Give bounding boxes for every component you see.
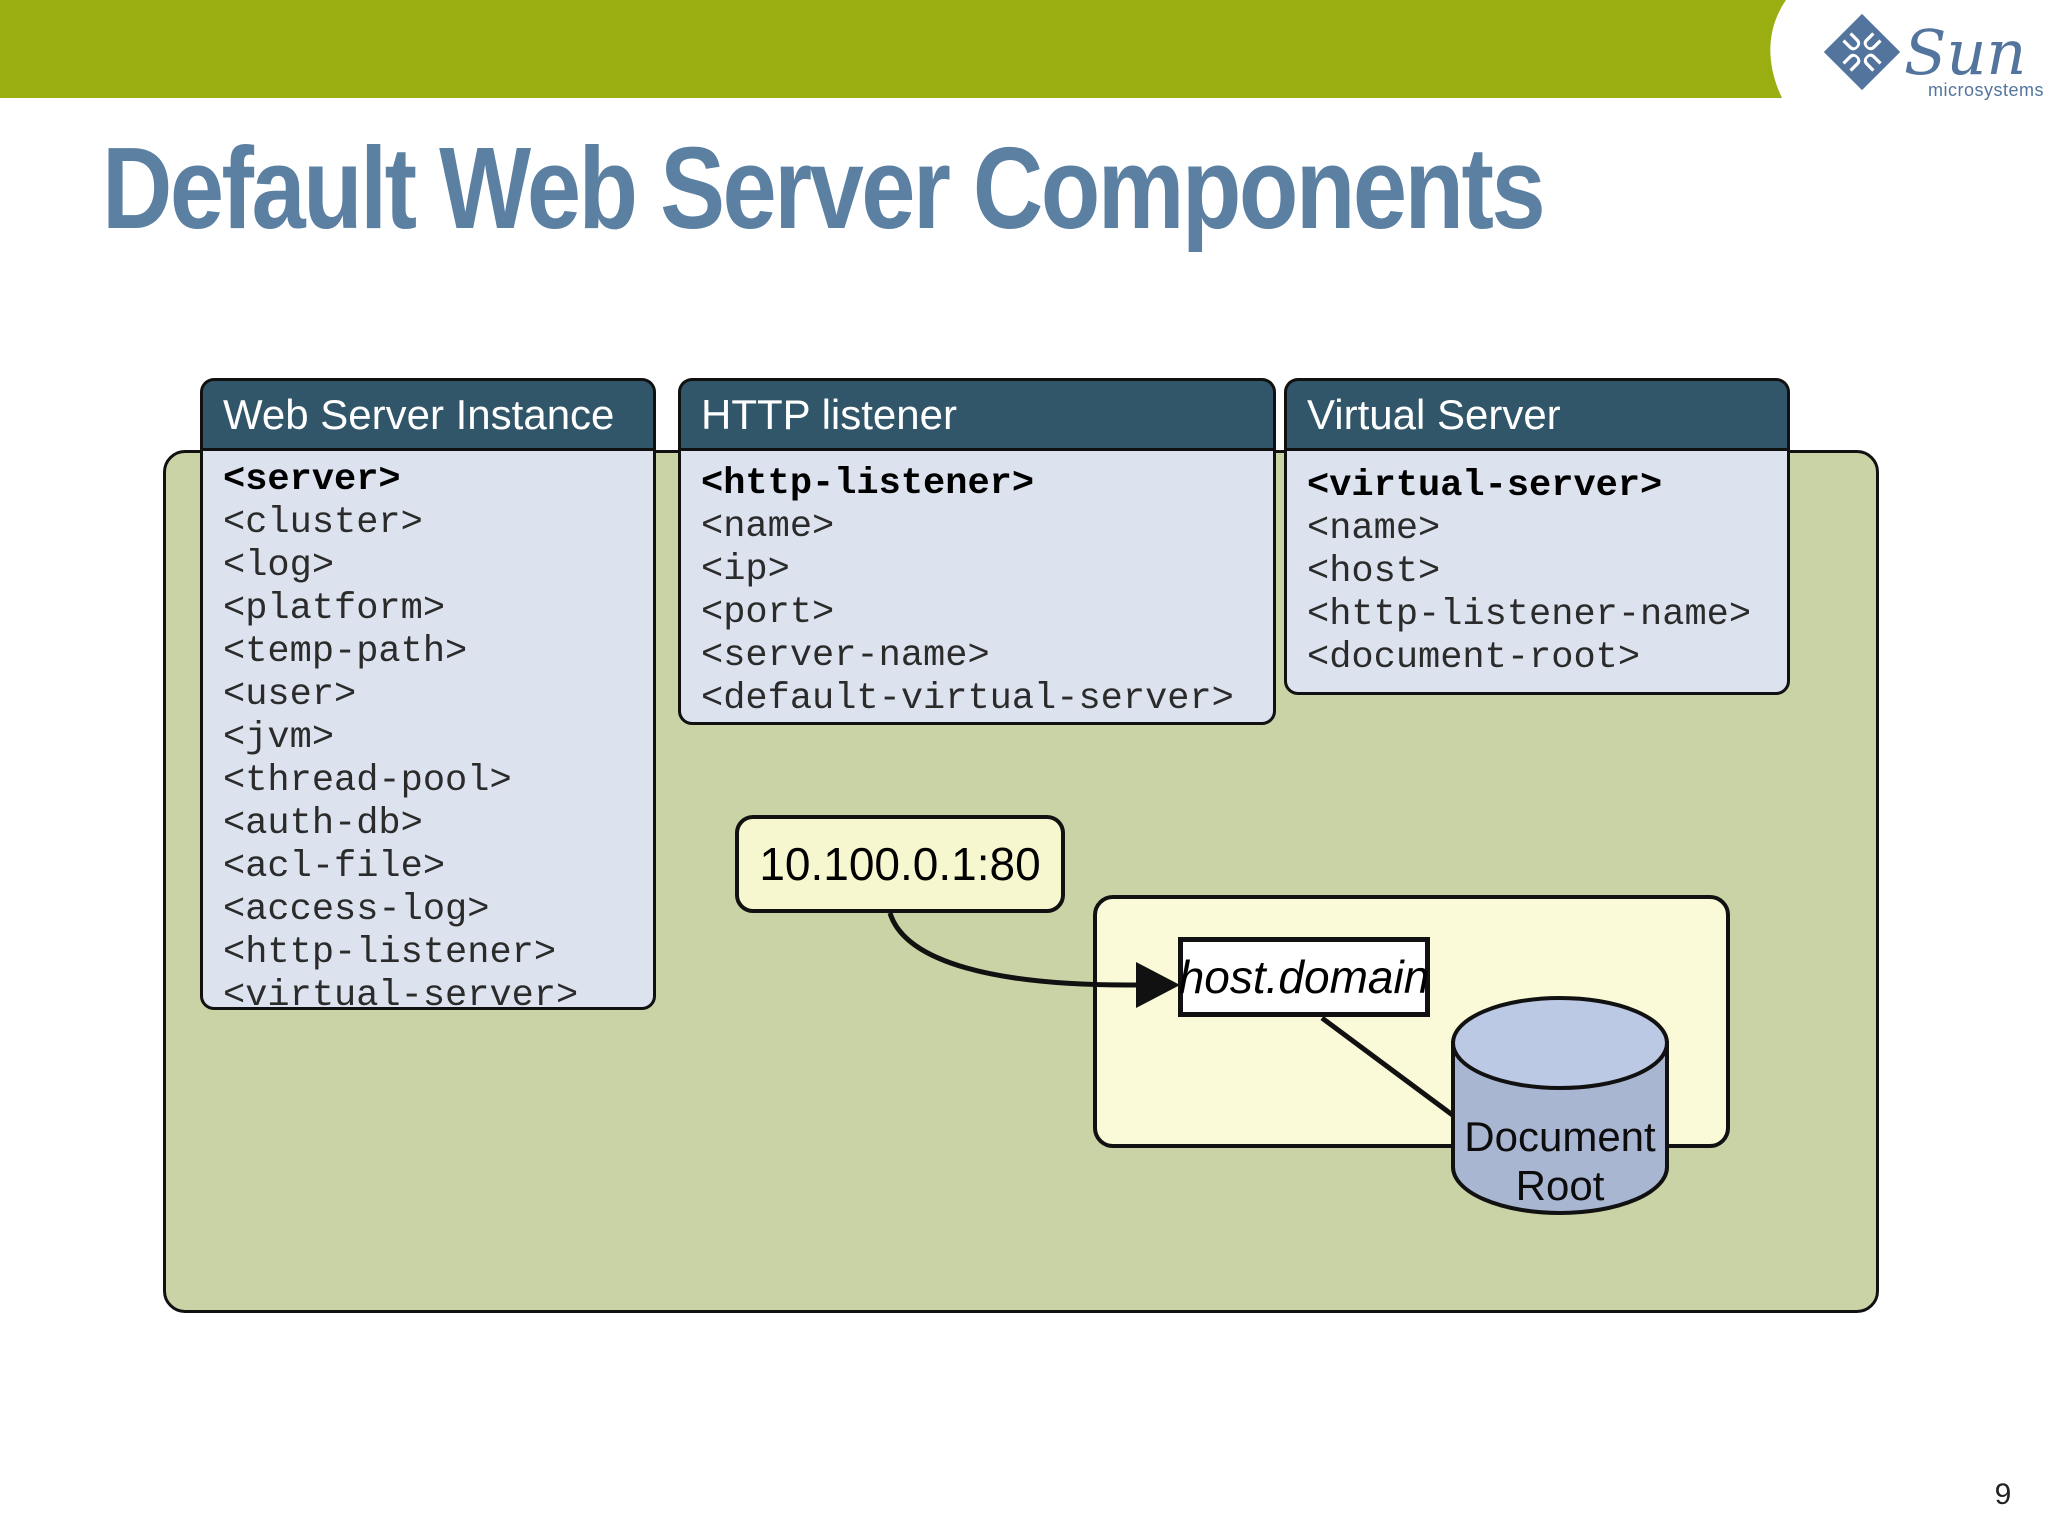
xml-element-line: <name> [1307, 508, 1441, 550]
panel-virtual-server: Virtual Server <virtual-server><name><ho… [1284, 378, 1790, 695]
xml-element-line: <port> [701, 592, 835, 634]
xml-element-line: <document-root> [1307, 637, 1641, 679]
sun-diamond-icon: U U U U [1823, 13, 1901, 91]
panel-title: HTTP listener [701, 390, 957, 438]
panel-body: <http-listener><name><ip><port><server-n… [678, 448, 1276, 725]
panel-title: Virtual Server [1307, 390, 1561, 438]
xml-element-line: <http-listener-name> [1307, 594, 1752, 636]
xml-element-line: <platform> [223, 588, 446, 630]
xml-element-line: <cluster> [223, 502, 423, 544]
xml-element-line: <virtual-server> [223, 975, 579, 1017]
panel-body: <virtual-server><name><host><http-listen… [1284, 448, 1790, 695]
ip-port-label: 10.100.0.1:80 [759, 838, 1041, 890]
panel-title: Web Server Instance [223, 390, 615, 438]
xml-element-line: <name> [701, 506, 835, 548]
xml-element-line: <temp-path> [223, 631, 468, 673]
host-domain-label: host.domain [1178, 951, 1430, 1003]
document-root-label-line1: Document [1464, 1113, 1656, 1160]
page-title: Default Web Server Components [102, 123, 1546, 253]
panel-header: Web Server Instance [200, 378, 656, 448]
host-domain-box: host.domain [1178, 937, 1430, 1017]
xml-element-line: <ip> [701, 549, 790, 591]
logo-subtitle: microsystems [1928, 80, 2044, 100]
panel-body: <server><cluster><log><platform><temp-pa… [200, 448, 656, 1017]
xml-element-line: <user> [223, 674, 357, 716]
xml-element-line: <acl-file> [223, 846, 446, 888]
xml-element-line: <log> [223, 545, 335, 587]
top-green-bar [0, 0, 1786, 98]
panel-http-listener: HTTP listener <http-listener><name><ip><… [678, 378, 1276, 725]
xml-element-line: <virtual-server> [1307, 465, 1663, 507]
logo-wordmark: Sun [1904, 16, 2026, 89]
ip-port-box: 10.100.0.1:80 [735, 815, 1065, 913]
xml-element-line: <http-listener> [701, 463, 1035, 505]
xml-element-line: <server> [223, 459, 401, 501]
page-number: 9 [1994, 1478, 2012, 1511]
xml-element-line: <host> [1307, 551, 1441, 593]
sun-microsystems-logo: U U U U Sun microsystems [1823, 13, 2044, 100]
document-root-cylinder: Document Root [1451, 996, 1669, 1215]
xml-element-line: <access-log> [223, 889, 490, 931]
xml-element-line: <http-listener> [223, 932, 557, 974]
document-root-label-line2: Root [1516, 1162, 1605, 1209]
panel-header: Virtual Server [1284, 378, 1790, 448]
panel-header: HTTP listener [678, 378, 1276, 448]
xml-element-line: <thread-pool> [223, 760, 512, 802]
xml-element-line: <server-name> [701, 635, 990, 677]
panel-web-server-instance: Web Server Instance <server><cluster><lo… [200, 378, 656, 1017]
xml-element-line: <jvm> [223, 717, 335, 759]
xml-element-line: <default-virtual-server> [701, 678, 1234, 720]
xml-element-line: <auth-db> [223, 803, 423, 845]
